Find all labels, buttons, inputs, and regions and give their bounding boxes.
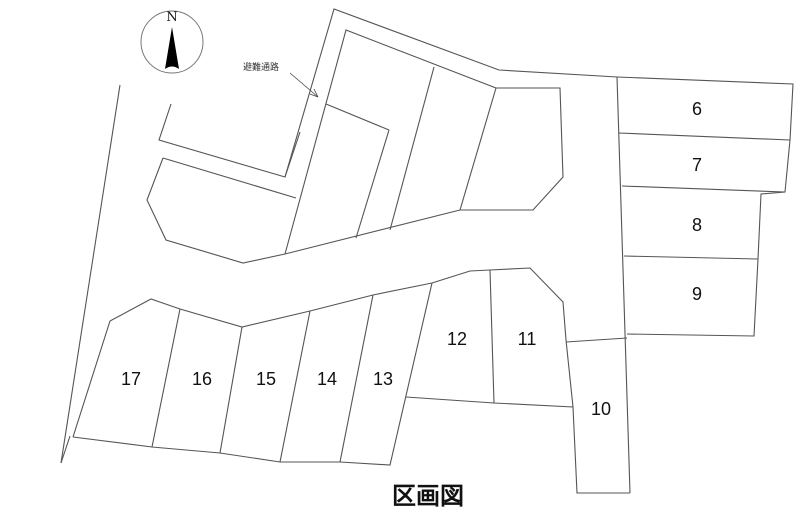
lot-label-15: 15 xyxy=(256,369,276,389)
lot-label-8: 8 xyxy=(692,215,702,235)
lot-label-17: 17 xyxy=(121,369,141,389)
map-title: 区画図 xyxy=(392,482,464,510)
lot-label-16: 16 xyxy=(192,369,212,389)
evacuation-route xyxy=(284,8,631,494)
lot-label-11: 11 xyxy=(518,329,537,349)
lot-labels: 6 7 8 9 10 11 12 13 14 15 16 17 xyxy=(121,99,702,419)
north-arrow-icon: N xyxy=(140,10,204,74)
evacuation-route-label: 避難通路 xyxy=(243,61,279,73)
lot-label-6: 6 xyxy=(692,99,702,119)
lot-label-10: 10 xyxy=(591,399,611,419)
lot-label-13: 13 xyxy=(373,369,393,389)
south-lots xyxy=(60,267,630,494)
lot-label-9: 9 xyxy=(692,284,702,304)
north-label: N xyxy=(166,10,177,25)
road-edge-west xyxy=(60,84,121,464)
evacuation-route-annotation: 避難通路 xyxy=(243,61,319,98)
upper-left-lots xyxy=(146,103,301,264)
lot-label-14: 14 xyxy=(317,369,337,389)
east-lots xyxy=(616,76,794,337)
lot-label-12: 12 xyxy=(447,329,467,349)
lot-label-7: 7 xyxy=(692,155,702,175)
